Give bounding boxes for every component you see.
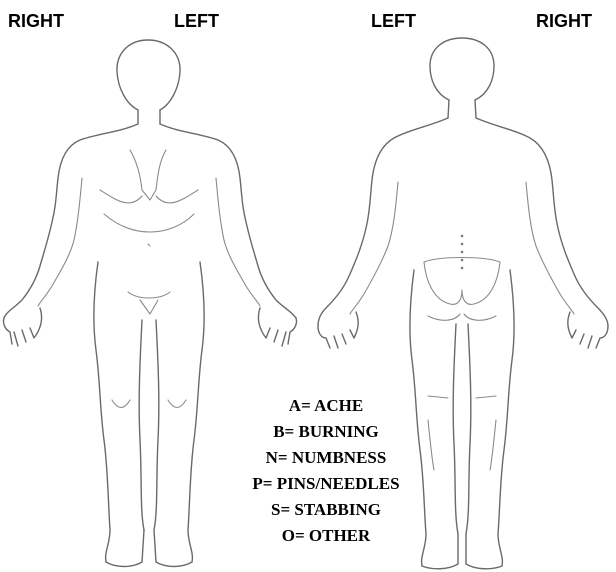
back-leg-inner <box>453 324 471 534</box>
legend-item-burning: B= BURNING <box>228 419 424 445</box>
back-calf-details <box>428 396 496 470</box>
back-gluteal-fold <box>428 314 496 320</box>
back-hand-right <box>568 312 608 348</box>
back-spine-dot <box>461 243 464 246</box>
legend-item-ache: A= ACHE <box>228 393 424 419</box>
back-leg-right-outer <box>498 270 514 566</box>
back-spine-dot <box>461 235 464 238</box>
back-spine-dot <box>461 251 464 254</box>
back-head <box>430 38 494 100</box>
back-spine-dot <box>461 259 464 262</box>
back-foot-right <box>466 534 502 569</box>
legend-item-pins-needles: P= PINS/NEEDLES <box>228 471 424 497</box>
back-inner-arm-left <box>350 182 398 314</box>
back-inner-arm-right <box>526 182 574 314</box>
symptom-legend: A= ACHE B= BURNING N= NUMBNESS P= PINS/N… <box>228 393 424 549</box>
back-hand-left <box>318 312 358 348</box>
back-neck <box>448 100 476 118</box>
legend-item-stabbing: S= STABBING <box>228 497 424 523</box>
back-spine-dot <box>461 267 464 270</box>
legend-item-numbness: N= NUMBNESS <box>228 445 424 471</box>
back-torso-outline-left <box>318 118 448 326</box>
back-torso-outline-right <box>476 118 608 326</box>
back-foot-left <box>422 534 458 569</box>
legend-item-other: O= OTHER <box>228 523 424 549</box>
